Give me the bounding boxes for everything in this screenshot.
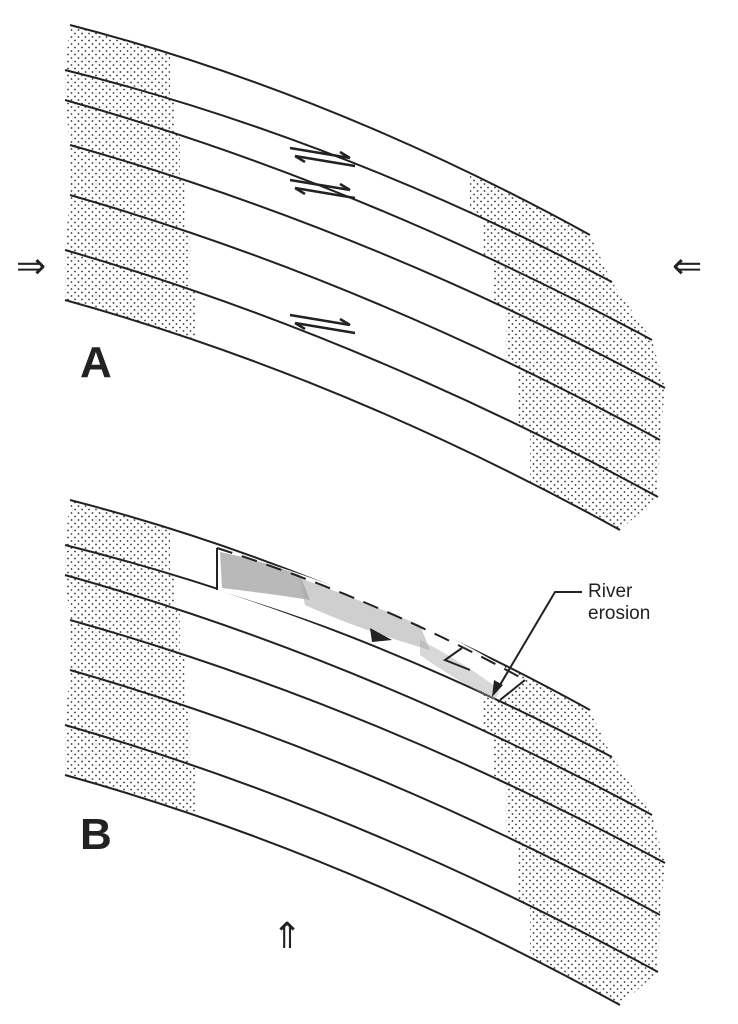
callout-line-1: River	[588, 581, 633, 602]
bedding-plane-line	[69, 144, 666, 389]
shear-arrow-icon	[289, 178, 356, 200]
shear-arrow-icon	[289, 146, 356, 168]
bedding-plane-line	[64, 299, 621, 531]
shear-arrow-icon	[289, 313, 356, 335]
river-erosion-channel	[216, 547, 526, 701]
bedding-plane-line	[64, 249, 659, 498]
right-arrow-icon: ⇒	[16, 245, 47, 286]
bedding-plane-line	[64, 574, 653, 816]
bedding-plane-line	[69, 669, 661, 916]
bedding-plane-line	[69, 24, 591, 236]
bedding-plane-line	[64, 544, 613, 758]
panel-label-b: B	[80, 810, 112, 859]
bedding-plane-line	[64, 724, 659, 973]
bedding-plane-line	[64, 99, 653, 341]
up-arrow-icon: ⇑	[272, 915, 303, 956]
callout-line-2: erosion	[588, 603, 651, 624]
callout-leader	[492, 591, 582, 697]
left-arrow-icon: ⇐	[672, 245, 703, 286]
panel-label-a: A	[80, 338, 112, 387]
shear-arrows	[289, 146, 356, 335]
bedding-plane-line	[69, 619, 666, 864]
bedding-plane-line	[69, 194, 661, 441]
bedding-plane-line	[64, 774, 621, 1006]
flow-arrow-icon	[370, 628, 392, 642]
callout-label: River erosion	[588, 581, 650, 625]
